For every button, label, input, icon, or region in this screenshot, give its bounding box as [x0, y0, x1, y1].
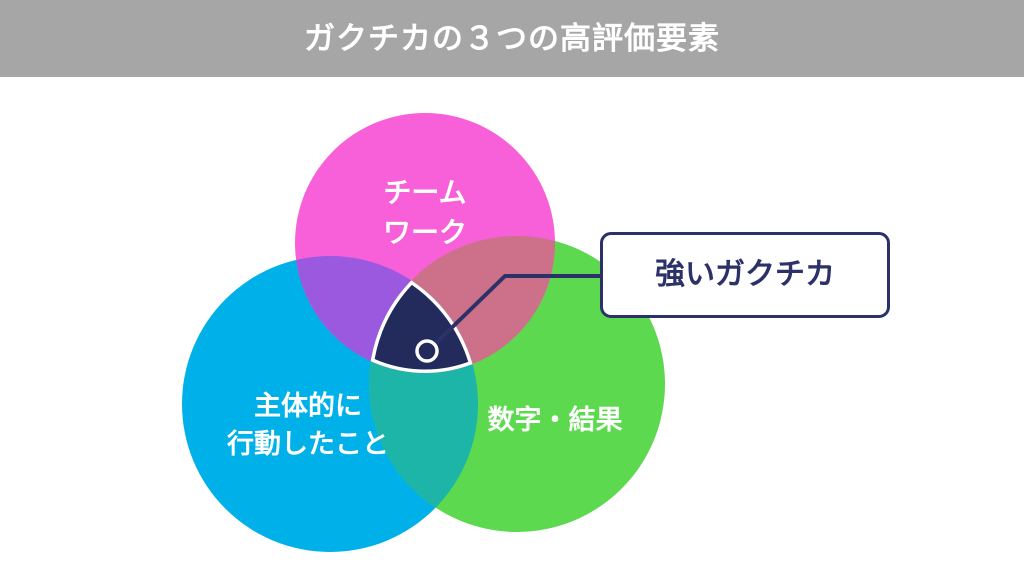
- venn-label-teamwork-line2: ワーク: [383, 217, 467, 248]
- venn-diagram: チーム ワーク 主体的に 行動したこと 数字・結果 強いガクチカ: [0, 77, 1024, 576]
- venn-label-teamwork-line1: チーム: [383, 177, 466, 208]
- header-bar: ガクチカの３つの高評価要素: [0, 0, 1024, 77]
- callout-label: 強いガクチカ: [655, 258, 835, 291]
- callout-leader-line: [434, 274, 604, 345]
- venn-label-proactive-line1: 主体的に: [254, 390, 362, 421]
- venn-label-proactive-line2: 行動したこと: [226, 428, 389, 459]
- center-marker-icon: [415, 339, 439, 363]
- venn-diagram-svg: チーム ワーク 主体的に 行動したこと 数字・結果: [182, 113, 665, 552]
- venn-label-numbers-results: 数字・結果: [488, 404, 623, 435]
- callout-box: 強いガクチカ: [600, 232, 890, 318]
- page-title: ガクチカの３つの高評価要素: [304, 21, 720, 56]
